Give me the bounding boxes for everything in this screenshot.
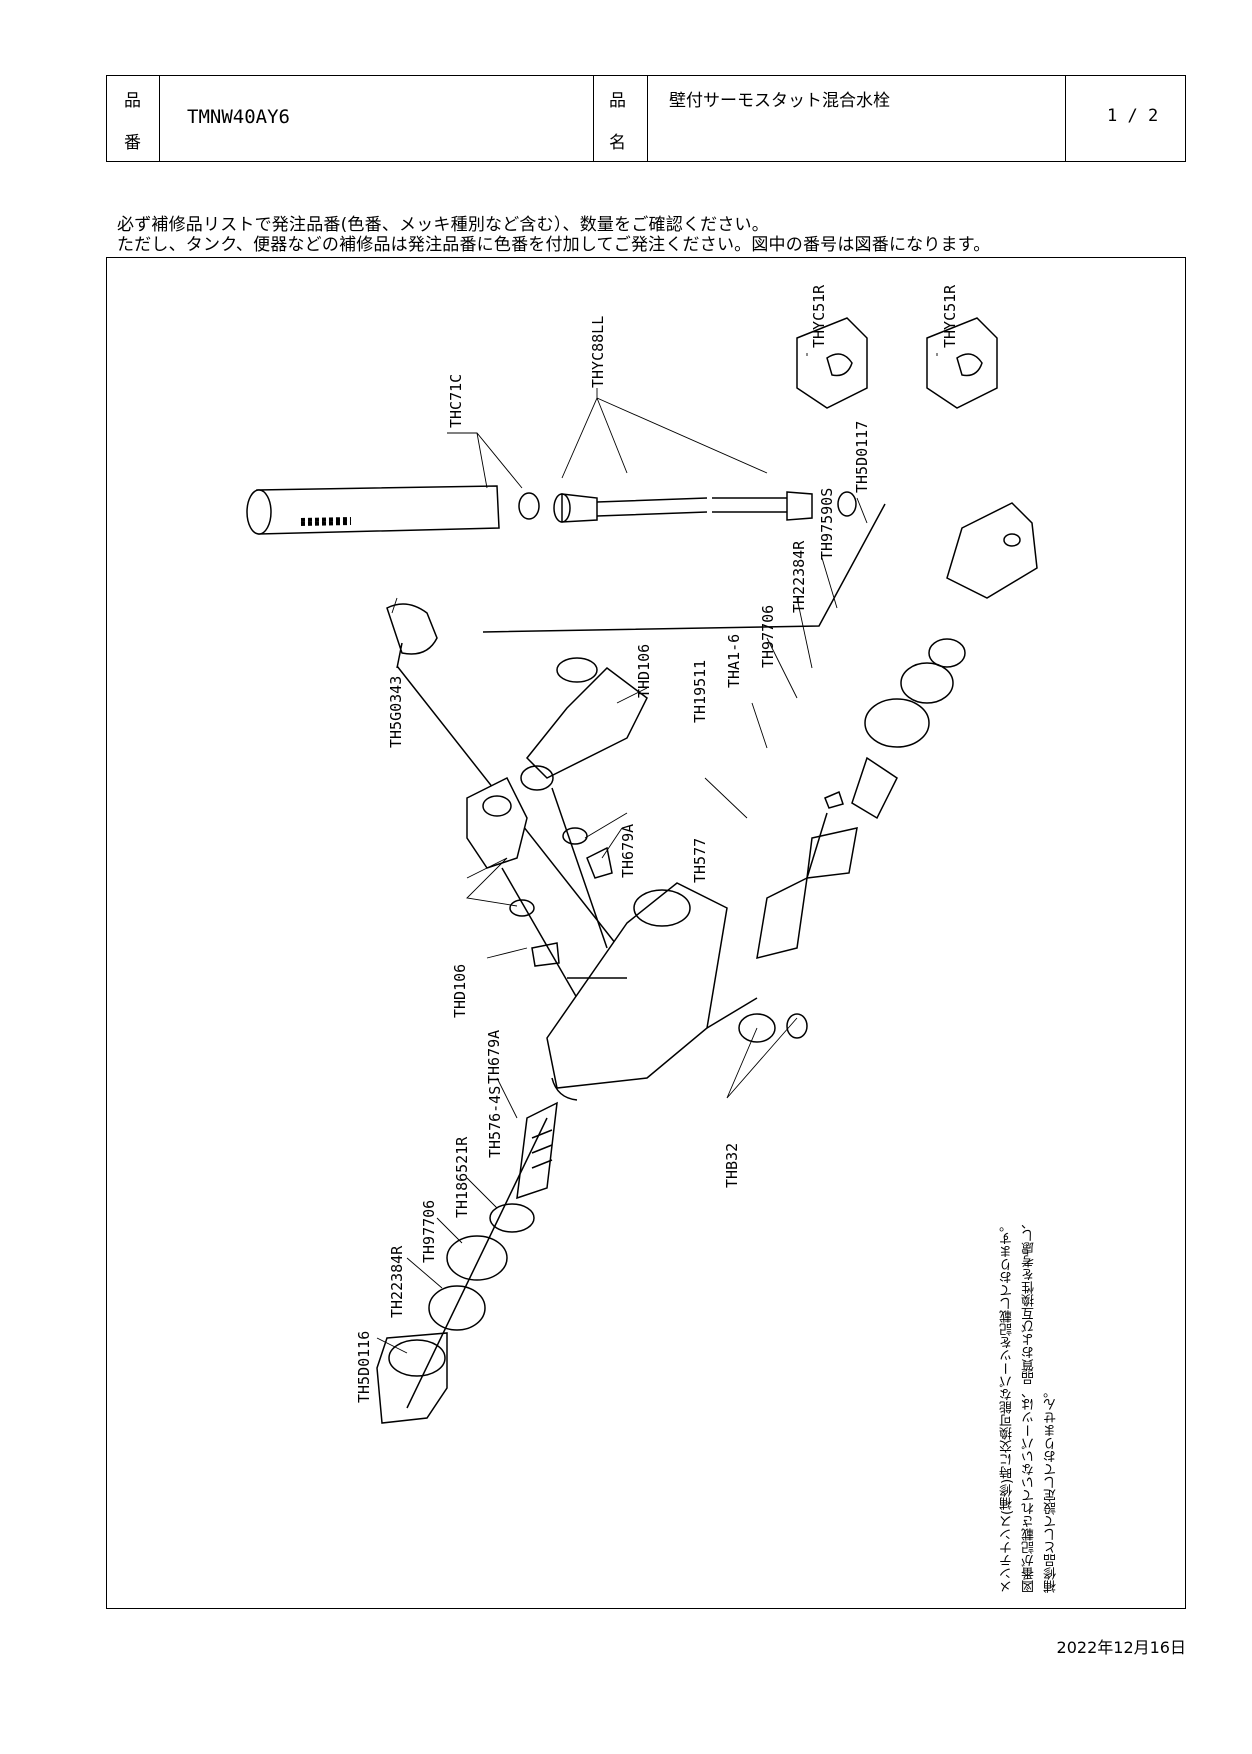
lower-cartridge-drawing [376, 1101, 558, 1424]
part-label: TH22384R [388, 1245, 406, 1318]
part-label: TH5D0116 [355, 1331, 373, 1403]
part-label: TH576-4S [486, 1086, 504, 1158]
divider [159, 76, 160, 161]
part-label: THYC51R [810, 284, 828, 348]
part-label: THD106 [635, 644, 653, 698]
maintenance-note-line: 図番が記載されていないパーツは、品質および互換性を考慮し、 [1022, 1216, 1037, 1593]
page-number: 1 / 2 [1107, 106, 1159, 126]
product-name-label: 名 [609, 133, 626, 153]
part-label: TH679A [485, 1030, 503, 1084]
part-label: TH5G0343 [387, 676, 405, 748]
product-name-label: 品 [609, 91, 626, 111]
parts-drawing: THYC51R THYC51R THYC88LL THC71C TH5D0117… [246, 284, 1038, 1424]
part-no-label: 品 [124, 91, 141, 111]
temperature-handle-drawing [756, 502, 1038, 960]
divider [1065, 76, 1066, 161]
part-no-label: 番 [124, 133, 141, 153]
part-label: TH5D0117 [853, 421, 871, 493]
hand-shower-drawing [246, 485, 886, 633]
title-block: 品 番 TMNW40AY6 品 名 壁付サーモスタット混合水栓 1 / 2 [106, 75, 1186, 162]
maintenance-note-line: メンテナンス(補修)時に交換可能なパーツを記載しております。 [1000, 1218, 1015, 1593]
part-label: TH679A [619, 824, 637, 878]
shower-hook-drawing [796, 317, 998, 409]
divider [593, 76, 594, 161]
instruction-note: 必ず補修品リストで発注品番(色番、メッキ種別など含む）、数量をご確認ください。 [117, 215, 769, 235]
spout-arm-drawing [520, 657, 648, 949]
instruction-note: ただし、タンク、便器などの補修品は発注品番に色番を付加してご発注ください。図中の… [117, 235, 991, 255]
part-label: THC71C [447, 374, 465, 428]
part-label: TH577 [691, 838, 709, 883]
divider [647, 76, 648, 161]
part-label: THB32 [723, 1143, 741, 1188]
part-label: TH97706 [759, 605, 777, 668]
part-number: TMNW40AY6 [187, 106, 290, 128]
part-label: THD106 [451, 964, 469, 1018]
part-label: TH186521R [453, 1136, 471, 1218]
exploded-parts-diagram: THYC51R THYC51R THYC88LL THC71C TH5D0117… [106, 257, 1186, 1609]
part-label: THA1-6 [725, 634, 743, 688]
part-label: THYC88LL [589, 316, 607, 388]
maintenance-note-line: 補修品として設定しておりません。 [1044, 1385, 1059, 1593]
part-label: TH97590S [818, 488, 836, 560]
product-name: 壁付サーモスタット混合水栓 [669, 91, 890, 111]
maintenance-note: メンテナンス(補修)時に交換可能なパーツを記載しております。 図番が記載されてい… [997, 1153, 1063, 1593]
left-connector-drawing [466, 776, 578, 999]
part-label: TH22384R [790, 540, 808, 613]
part-label: TH97706 [420, 1200, 438, 1263]
part-label: THYC51R [941, 284, 959, 348]
mixer-body-drawing [546, 882, 808, 1101]
issue-date: 2022年12月16日 [1056, 1638, 1186, 1657]
part-label: TH19511 [691, 660, 709, 723]
